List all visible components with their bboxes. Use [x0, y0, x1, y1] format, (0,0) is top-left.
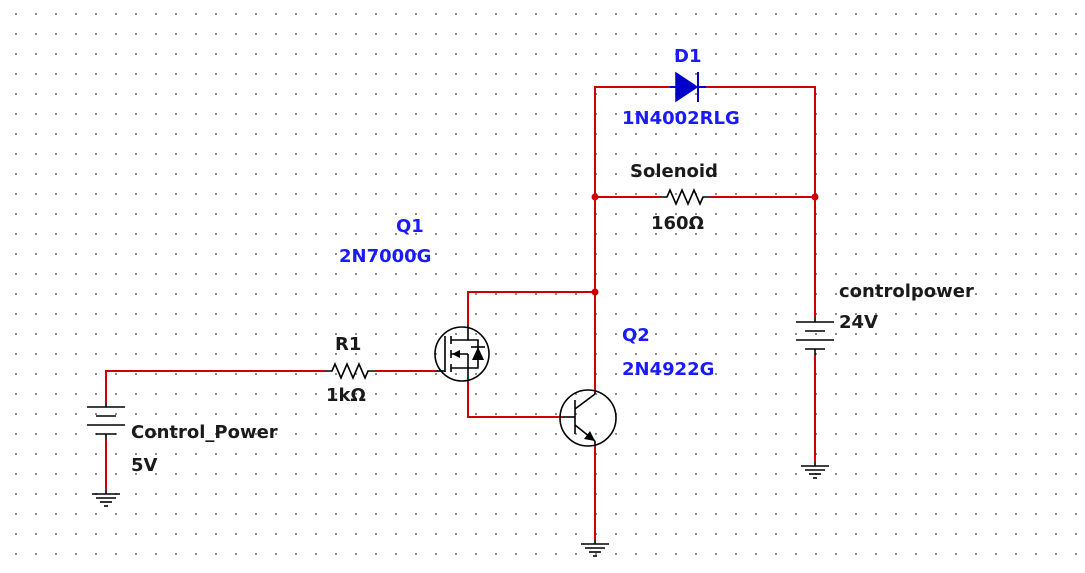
junction-dot [591, 288, 599, 296]
wire-5v-r1[interactable] [105, 370, 325, 403]
q2-ref-label: Q2 [622, 325, 650, 346]
controlpower-ref-label: controlpower [839, 281, 974, 302]
battery-24v[interactable] [796, 317, 834, 355]
controlpower-value-label: 24V [839, 312, 878, 333]
junction-dot [811, 193, 819, 201]
junction-dot [591, 193, 599, 201]
wires [105, 86, 816, 540]
r1-ref-label: R1 [335, 334, 361, 355]
ground-icon [581, 540, 609, 557]
bjt-q2[interactable] [559, 389, 617, 447]
solenoid-ref-label: Solenoid [630, 161, 718, 182]
resistor-solenoid[interactable] [660, 187, 710, 207]
solenoid-value-label: 160Ω [651, 213, 704, 234]
control-power-value-label: 5V [131, 455, 158, 476]
ground-icon [92, 490, 120, 507]
q2-value-label: 2N4922G [622, 359, 714, 380]
ground-icon [801, 462, 829, 479]
mosfet-q1[interactable] [434, 325, 490, 382]
q1-value-label: 2N7000G [339, 246, 431, 267]
r1-value-label: 1kΩ [326, 385, 366, 406]
wire-q1-source-q2-base[interactable] [467, 382, 563, 418]
d1-value-label: 1N4002RLG [622, 108, 740, 129]
wire-diode-left[interactable] [594, 86, 670, 292]
control-power-ref-label: Control_Power [131, 422, 278, 443]
battery-5v[interactable] [87, 403, 125, 440]
resistor-r1[interactable] [325, 361, 375, 381]
wire-diode-right[interactable] [706, 86, 816, 197]
d1-ref-label: D1 [674, 46, 701, 67]
q1-ref-label: Q1 [396, 216, 424, 237]
wire-q1-drain[interactable] [467, 291, 595, 325]
diode-d1[interactable] [670, 71, 706, 103]
